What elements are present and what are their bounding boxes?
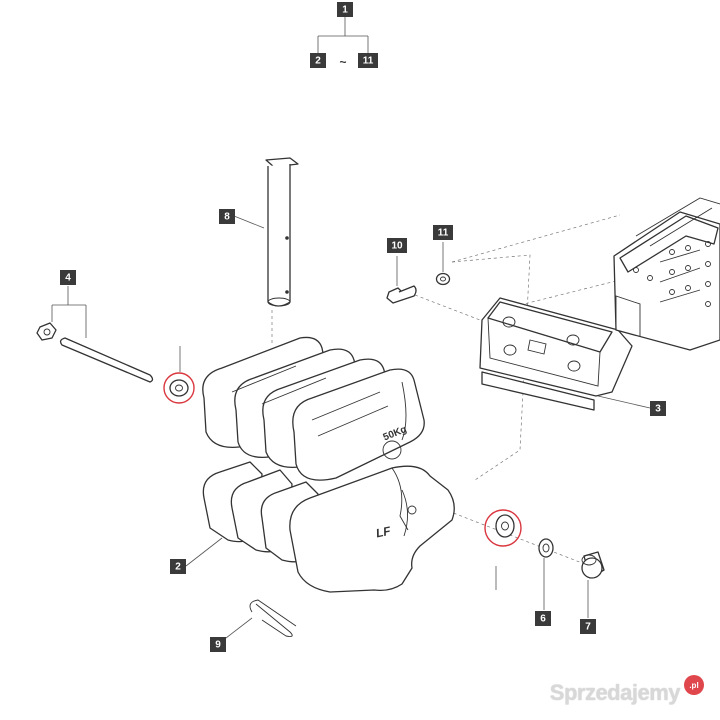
svg-text:1: 1 <box>342 5 348 16</box>
pin-part-8 <box>265 157 299 307</box>
callout-7[interactable]: 7 <box>580 619 596 634</box>
nut-part-7 <box>581 551 605 618</box>
callout-2-range-start[interactable]: 2 <box>310 53 326 68</box>
svg-text:2: 2 <box>175 562 181 573</box>
watermark: Sprzedajemy .pl <box>549 675 704 706</box>
svg-text:8: 8 <box>224 212 230 223</box>
svg-text:6: 6 <box>540 614 546 625</box>
bolt-part-10 <box>386 256 417 304</box>
callout-2[interactable]: 2 <box>170 559 186 574</box>
callout-6[interactable]: 6 <box>535 611 551 626</box>
svg-text:10: 10 <box>391 241 403 252</box>
svg-text:3: 3 <box>655 404 661 415</box>
svg-text:11: 11 <box>438 228 449 239</box>
svg-text:7: 7 <box>585 622 591 633</box>
callout-leaders <box>51 215 265 639</box>
weight-stack-bottom: LF <box>202 440 455 593</box>
callout-10[interactable]: 10 <box>387 238 407 253</box>
callout-11-range-end[interactable]: 11 <box>358 53 378 68</box>
tractor-frame <box>613 197 720 351</box>
logo-mark: LF <box>375 524 393 541</box>
lock-washer-part-6 <box>538 538 554 610</box>
callout-1[interactable]: 1 <box>337 2 353 17</box>
svg-text:11: 11 <box>363 56 374 67</box>
callout-3[interactable]: 3 <box>650 401 666 416</box>
assembly-tree: 1 2 ~ 11 <box>310 2 378 69</box>
watermark-text: Sprzedajemy <box>549 680 681 705</box>
washer-left <box>163 346 195 404</box>
range-tilde: ~ <box>339 55 346 69</box>
callout-8[interactable]: 8 <box>219 209 235 224</box>
svg-text:4: 4 <box>65 273 71 284</box>
rod-part-4 <box>36 322 154 383</box>
watermark-badge: .pl <box>684 675 704 695</box>
washer-right <box>484 509 522 590</box>
callout-4[interactable]: 4 <box>60 270 76 285</box>
weight-stack-top: 50Kg <box>202 336 425 481</box>
frame-bolts <box>633 241 711 307</box>
r-clip-part-9 <box>249 599 297 637</box>
svg-text:9: 9 <box>215 640 221 651</box>
svg-text:2: 2 <box>315 56 321 67</box>
bracket-part-3 <box>479 297 651 411</box>
washer-part-11 <box>435 242 451 286</box>
callout-9[interactable]: 9 <box>210 637 226 652</box>
callout-11[interactable]: 11 <box>433 225 453 240</box>
